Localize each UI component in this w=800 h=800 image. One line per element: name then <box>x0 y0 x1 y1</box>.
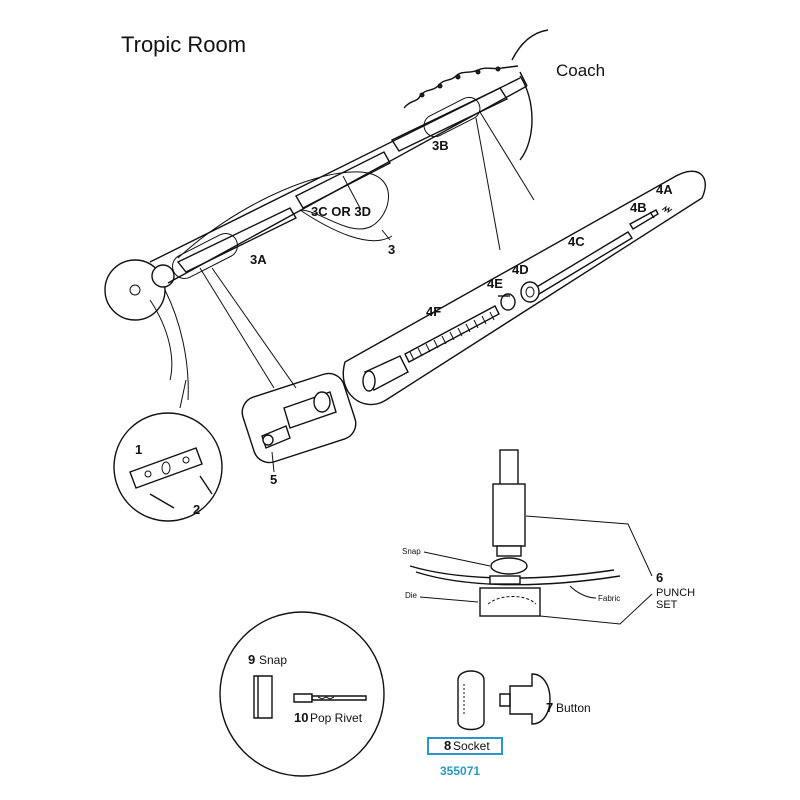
label-3: 3 <box>388 242 395 257</box>
bracket-detail <box>113 379 223 522</box>
label-3b: 3B <box>432 138 449 153</box>
label-7: 7 <box>546 700 553 715</box>
label-2: 2 <box>193 502 200 517</box>
snap-rivet-detail <box>219 611 385 777</box>
label-5: 5 <box>270 472 277 487</box>
label-snap-small: Snap <box>402 547 421 556</box>
label-6-punch: PUNCH <box>656 587 695 599</box>
label-6-set: SET <box>656 599 678 611</box>
label-4e: 4E <box>487 276 503 291</box>
label-1: 1 <box>135 442 142 457</box>
label-8: 8 <box>444 738 451 753</box>
label-4c: 4C <box>568 234 585 249</box>
label-3cd: 3C OR 3D <box>311 204 371 219</box>
diagram-title: Tropic Room <box>121 32 246 57</box>
label-10-text: Pop Rivet <box>310 711 363 725</box>
label-6: 6 <box>656 570 663 585</box>
label-9-text: Snap <box>259 653 287 667</box>
label-3a: 3A <box>250 252 267 267</box>
punch-set <box>409 449 621 617</box>
part-5-group <box>241 372 357 464</box>
label-4b: 4B <box>630 200 647 215</box>
label-4a: 4A <box>656 182 673 197</box>
awning-arm <box>104 29 549 401</box>
label-die-small: Die <box>405 591 418 600</box>
label-9: 9 <box>248 652 255 667</box>
label-4f: 4F <box>426 304 441 319</box>
coach-label: Coach <box>556 61 605 80</box>
part-number: 355071 <box>440 764 480 778</box>
label-8-text: Socket <box>453 739 490 753</box>
label-fabric-small: Fabric <box>598 594 620 603</box>
socket-label-box <box>427 737 503 755</box>
socket-button <box>457 670 551 731</box>
label-4d: 4D <box>512 262 529 277</box>
label-10: 10 <box>294 710 308 725</box>
label-7-text: Button <box>556 701 591 715</box>
exploded-group-4 <box>342 170 706 406</box>
